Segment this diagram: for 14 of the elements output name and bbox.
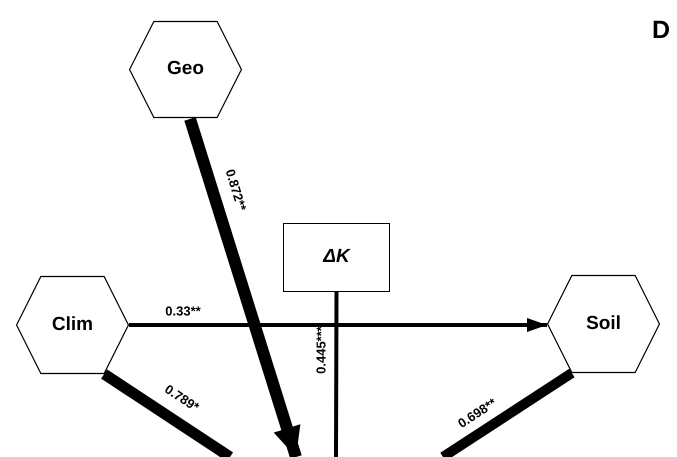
edge-label: 0.33**	[165, 304, 201, 318]
node-label: Clim	[52, 312, 94, 337]
arrow	[129, 318, 547, 332]
hexagon-node	[547, 275, 660, 373]
node-label: ΔK	[323, 245, 350, 270]
edge-label: 0.872**	[224, 168, 248, 212]
node-label: Soil	[586, 312, 621, 336]
node-label: Geo	[167, 57, 204, 82]
thick-arrow	[184, 117, 302, 457]
rectangle-node	[283, 223, 390, 292]
hexagon-node	[129, 21, 242, 118]
hexagon-node	[16, 276, 129, 374]
panel-letter: D	[652, 15, 670, 46]
edge-label: 0.445***	[314, 326, 328, 374]
